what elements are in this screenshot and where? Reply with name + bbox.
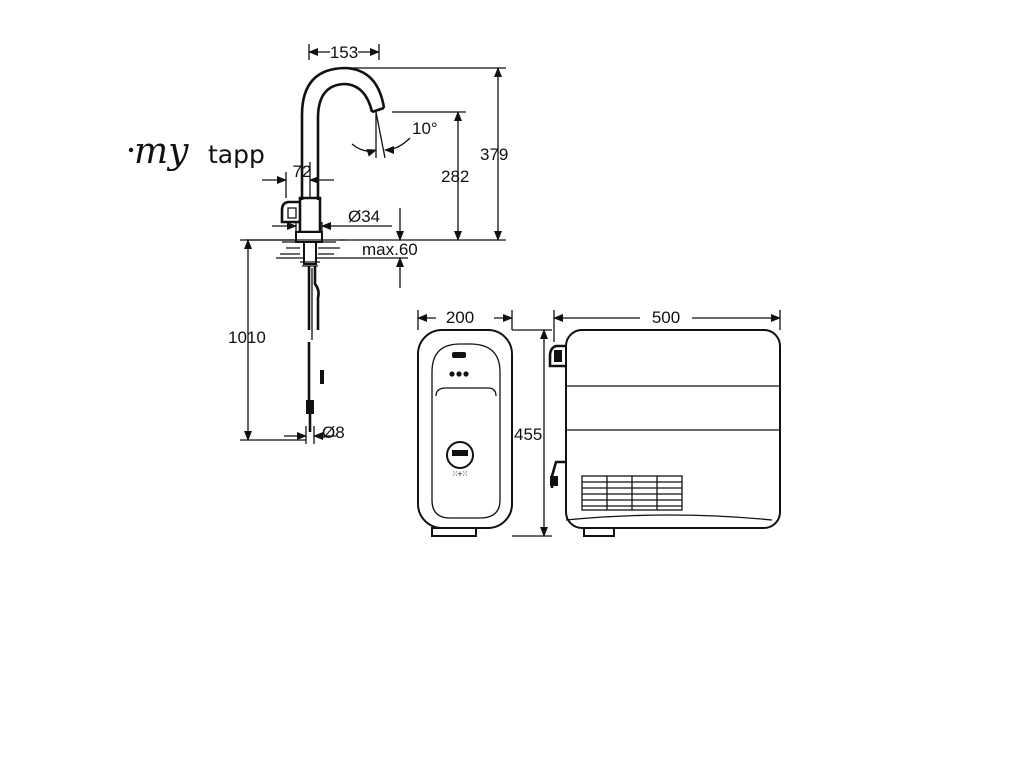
dim-spout-height: 282	[441, 167, 469, 186]
tank-side-view	[548, 329, 781, 537]
dim-counter-thickness: max.60	[362, 240, 418, 259]
dim-body-offset: 72	[293, 162, 312, 181]
dim-hose-diameter: Ø8	[322, 423, 345, 442]
tank-side-outline	[565, 329, 781, 529]
faucet-spout-inner	[316, 82, 374, 200]
dim-hose-length: 1010	[228, 328, 266, 347]
faucet-spout-tip	[371, 106, 385, 114]
hose-end-fitting	[306, 400, 314, 414]
tank-panel-label: ꔘ+ꔘ	[453, 470, 467, 478]
faucet-lever	[280, 200, 300, 224]
logo-script-text: my	[134, 131, 189, 172]
dim-spout-angle: 10°	[412, 119, 438, 138]
tank-vent-grille	[581, 475, 683, 511]
tank-side-foot	[583, 527, 615, 537]
hose-second	[313, 266, 320, 330]
faucet-shank	[303, 241, 317, 265]
tank-top-connector	[548, 344, 566, 368]
dim-base-diameter: Ø34	[348, 207, 380, 226]
tank-front-panel	[431, 343, 501, 519]
faucet-drawing	[246, 66, 386, 432]
tank-indicator-icon	[452, 352, 466, 358]
logo-sans-text: tapp	[208, 140, 265, 169]
dim-spout-reach: 153	[330, 43, 358, 62]
tank-front-foot	[431, 527, 477, 537]
faucet-spout-outer	[300, 66, 386, 200]
dim-tank-length: 500	[652, 308, 680, 327]
hose-clip	[320, 370, 324, 384]
tank-front-view: ꔘ+ꔘ	[417, 329, 513, 537]
dim-tank-depth: 200	[446, 308, 474, 327]
dim-total-height: 379	[480, 145, 508, 164]
tank-front-dimensions: 200 455	[417, 308, 552, 537]
dim-tank-height: 455	[514, 425, 542, 444]
mytapp-logo: my tapp	[128, 131, 265, 172]
tank-side-dimensions: 500	[553, 308, 781, 342]
faucet-dimensions: 153 379 282 10° 72 Ø34 max.60	[228, 43, 508, 444]
faucet-body	[298, 196, 322, 234]
